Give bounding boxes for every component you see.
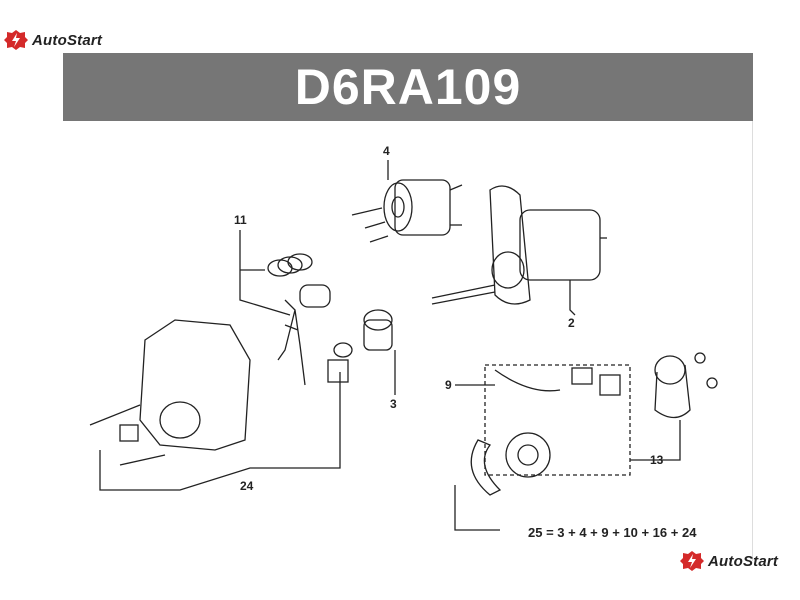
callout-24: 24 bbox=[240, 479, 254, 493]
end-cover-part bbox=[654, 352, 718, 419]
title-banner: D6RA109 bbox=[63, 53, 753, 121]
motor-part bbox=[431, 185, 607, 305]
brush-holder-part bbox=[470, 364, 631, 496]
gear-bolt-logo-icon bbox=[680, 551, 704, 571]
callout-9: 9 bbox=[445, 378, 452, 392]
gear-bolt-logo-icon bbox=[4, 30, 28, 50]
drive-part bbox=[327, 309, 393, 383]
frame-divider bbox=[752, 121, 753, 561]
callout-2: 2 bbox=[568, 316, 575, 330]
solenoid-part bbox=[351, 179, 463, 243]
autostart-logo-bottom: AutoStart bbox=[680, 550, 778, 572]
brand-name: AutoStart bbox=[708, 552, 779, 570]
brand-name: AutoStart bbox=[32, 31, 103, 49]
callout-13: 13 bbox=[650, 453, 664, 467]
callout-11: 11 bbox=[234, 213, 247, 227]
callout-3: 3 bbox=[390, 397, 397, 411]
autostart-logo-top: AutoStart bbox=[4, 29, 102, 51]
starter-exploded-diagram: 4 11 2 3 9 13 24 bbox=[89, 144, 718, 531]
callout-4: 4 bbox=[383, 144, 390, 158]
housing-part bbox=[89, 319, 251, 466]
kit-formula: 25 = 3 + 4 + 9 + 10 + 16 + 24 bbox=[528, 525, 697, 540]
page-title: D6RA109 bbox=[294, 59, 522, 115]
lever-spring-part bbox=[267, 253, 331, 386]
